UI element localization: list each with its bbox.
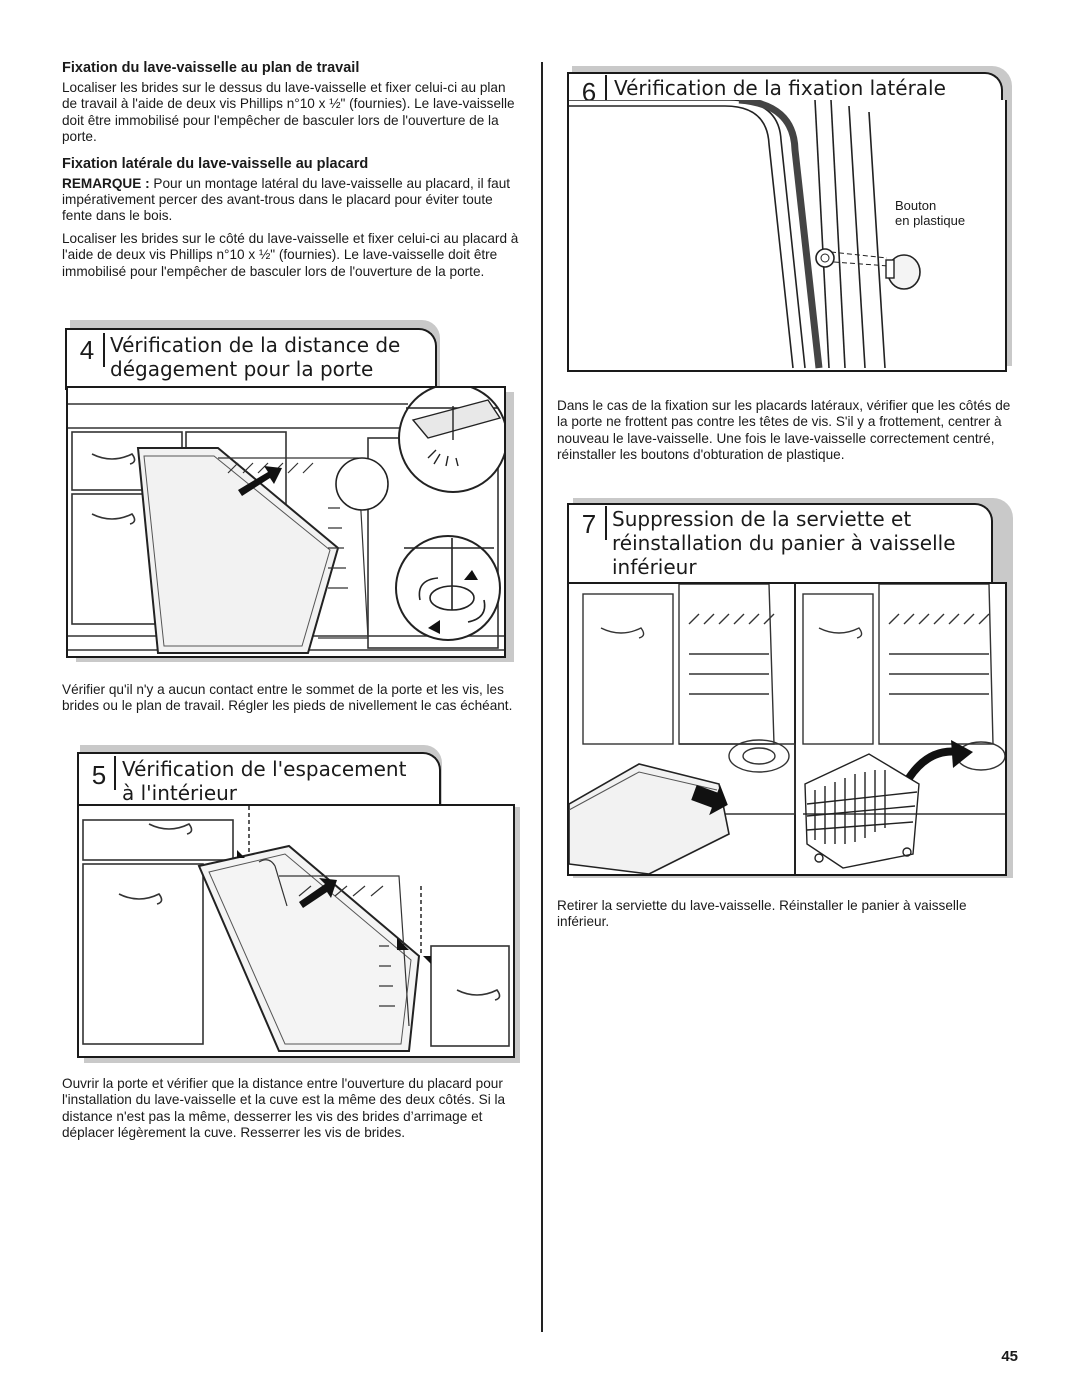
- plastic-button-label-line2: en plastique: [895, 213, 966, 228]
- step-4-number: 4: [79, 335, 95, 365]
- step-5-illustration: [77, 804, 515, 1058]
- step-4-title-line2: dégagement pour la porte: [110, 357, 374, 381]
- step-7-number: 7: [581, 509, 597, 539]
- step-5-number: 5: [91, 760, 107, 790]
- step-4-illustration: [66, 386, 506, 658]
- step-6-title: Vérification de la fixation latérale: [614, 76, 946, 100]
- heading-side-mount: Fixation latérale du lave-vaisselle au p…: [62, 155, 369, 172]
- heading-countertop-mount: Fixation du lave-vaisselle au plan de tr…: [62, 60, 360, 76]
- plastic-button-label-line1: Bouton: [895, 198, 937, 213]
- column-divider: [541, 62, 543, 1332]
- step-7-title-line3: inférieur: [612, 555, 697, 579]
- step-6-illustration: [567, 100, 1007, 372]
- step-5-text: Ouvrir la porte et vérifier que la dista…: [62, 1076, 506, 1141]
- step-7-text: Retirer la serviette du lave-vaisselle. …: [557, 898, 967, 930]
- remark-label: REMARQUE :: [62, 175, 150, 191]
- step-7-illustration: [567, 582, 1007, 876]
- step-4-title-line1: Vérification de la distance de: [110, 333, 401, 357]
- remark-text: Pour un montage latéral du lave-vaissell…: [62, 175, 511, 224]
- step-6-text: Dans le cas de la fixation sur les placa…: [557, 398, 1011, 463]
- paragraph-countertop-mount: Localiser les brides sur le dessus du la…: [62, 80, 515, 145]
- step-7-title-line2: réinstallation du panier à vaisselle: [612, 531, 956, 555]
- step-6-number: 6: [581, 77, 597, 107]
- step-5-title-line2: à l'intérieur: [122, 781, 238, 805]
- paragraph-remark: REMARQUE : Pour un montage latéral du la…: [62, 176, 522, 225]
- step-7-title-line1: Suppression de la serviette et: [612, 507, 912, 531]
- page-number: 45: [1001, 1348, 1018, 1365]
- left-column: Fixation du lave-vaisselle au plan de tr…: [62, 60, 522, 286]
- paragraph-side-mount: Localiser les brides sur le côté du lave…: [62, 230, 519, 279]
- step-5-title-line1: Vérification de l'espacement: [122, 757, 407, 781]
- step-4-text: Vérifier qu'il n'y a aucun contact entre…: [62, 682, 513, 714]
